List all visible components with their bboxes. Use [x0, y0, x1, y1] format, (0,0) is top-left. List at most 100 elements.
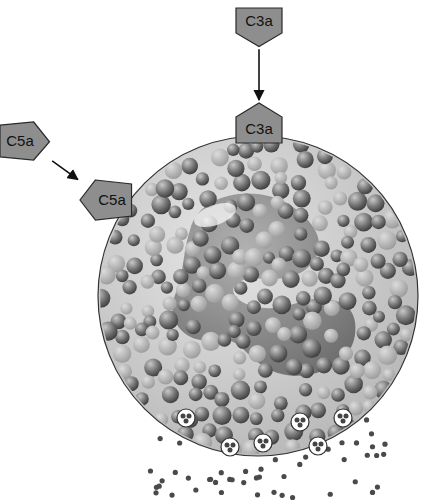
granule	[302, 339, 321, 358]
granule	[289, 325, 307, 343]
granule	[258, 363, 273, 378]
binding-arrow	[258, 49, 260, 100]
granule	[205, 284, 224, 303]
vesicle-content	[316, 447, 321, 452]
granule	[209, 262, 227, 280]
mediator-dot	[193, 487, 198, 492]
granule	[296, 291, 311, 306]
mediator-dot	[169, 493, 174, 498]
mediator-dot	[273, 457, 278, 462]
granule	[371, 215, 386, 230]
mediator-dot	[255, 492, 260, 497]
granule	[299, 383, 312, 396]
granule	[261, 270, 278, 287]
granule	[122, 280, 136, 294]
granule	[181, 158, 198, 175]
granule	[177, 426, 194, 443]
granule	[331, 388, 345, 402]
granule	[316, 357, 332, 373]
vesicle-content	[231, 443, 236, 448]
granule	[337, 215, 349, 227]
granule	[357, 178, 373, 194]
granule	[192, 230, 208, 246]
granule	[312, 215, 328, 231]
granule	[374, 380, 392, 398]
vesicle-content	[295, 418, 300, 423]
vesicle	[177, 409, 195, 427]
granule	[371, 254, 386, 269]
cell-body	[98, 136, 418, 456]
mediator-dot	[297, 462, 302, 467]
granule	[282, 270, 300, 288]
granule	[124, 317, 137, 330]
mediator-dot	[219, 490, 224, 495]
granule	[232, 407, 249, 424]
granule	[341, 236, 354, 249]
mediator-dot	[381, 452, 386, 457]
mediator-dot	[365, 453, 370, 458]
granule	[91, 289, 110, 308]
mediator-dot	[280, 493, 285, 498]
granule	[293, 136, 310, 153]
granule	[192, 279, 207, 294]
granule	[350, 363, 365, 378]
granule	[362, 301, 377, 316]
granule	[176, 283, 191, 298]
vesicle-content	[261, 444, 266, 449]
granule	[128, 234, 140, 246]
mediator-dot	[219, 470, 224, 475]
granule	[229, 312, 245, 328]
granule	[272, 296, 291, 315]
granule	[254, 380, 267, 393]
molecule-label: C5a	[6, 133, 34, 150]
granule	[275, 172, 288, 185]
mediator-dot	[374, 453, 379, 458]
granule	[234, 281, 247, 294]
granule	[325, 176, 338, 189]
granule	[396, 230, 408, 242]
granule	[318, 200, 333, 215]
granule	[377, 231, 396, 250]
granule	[233, 368, 245, 380]
vesicle	[221, 438, 239, 456]
granule	[222, 294, 239, 311]
granule	[194, 361, 207, 374]
vesicle-content	[181, 414, 186, 419]
mediator-dot	[243, 469, 248, 474]
mediator-dot	[369, 431, 374, 436]
granule	[257, 289, 273, 305]
vesicle-membrane	[221, 438, 239, 456]
granule	[156, 179, 175, 198]
granule	[265, 317, 281, 333]
mediator-dot	[213, 480, 218, 485]
granule	[317, 386, 330, 399]
vesicle-content	[344, 414, 349, 419]
granule	[135, 392, 149, 406]
mediator-dot	[154, 485, 159, 490]
nucleus	[172, 194, 355, 376]
vesicle	[291, 413, 309, 431]
granule	[339, 347, 353, 361]
vesicle-content	[258, 439, 263, 444]
mediator-dot	[370, 490, 375, 495]
granule	[249, 345, 266, 362]
mediator-dot	[339, 440, 344, 445]
granule	[363, 361, 381, 379]
granule	[161, 281, 173, 293]
granule	[227, 144, 239, 156]
anaphylatoxin-shape: C5a	[0, 122, 50, 160]
vesicle-content	[298, 423, 303, 428]
granule	[227, 325, 240, 338]
granule	[285, 359, 302, 376]
mediator-dot	[254, 475, 259, 480]
granule	[120, 302, 132, 314]
granule	[214, 392, 229, 407]
mediator-dot	[208, 477, 213, 482]
granule	[271, 196, 284, 209]
granule	[233, 351, 246, 364]
mediator-dot	[186, 475, 191, 480]
granule	[301, 270, 317, 286]
granule	[191, 374, 206, 389]
granule	[390, 279, 408, 297]
